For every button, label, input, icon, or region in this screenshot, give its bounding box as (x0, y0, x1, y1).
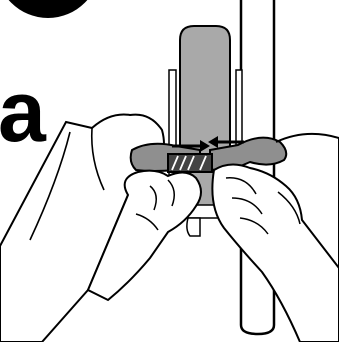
step-circle (0, 0, 100, 18)
strap-buckle (168, 154, 212, 172)
step-label: a (0, 72, 58, 152)
bracket-knob (187, 218, 200, 236)
right-hand (212, 164, 339, 342)
